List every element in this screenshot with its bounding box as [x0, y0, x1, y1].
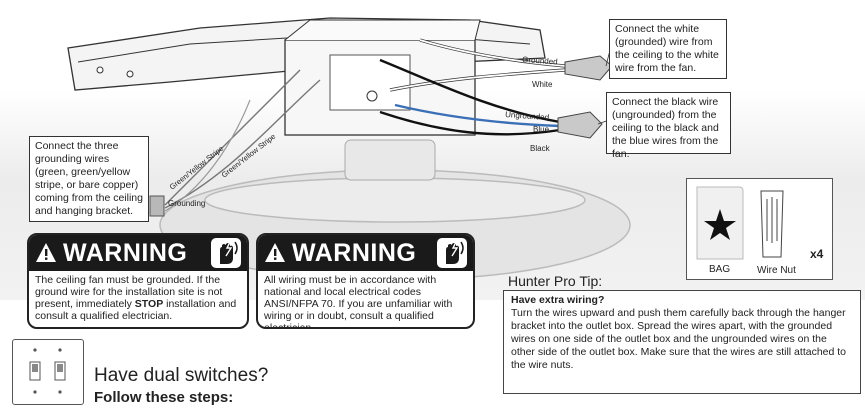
black-wire	[379, 58, 561, 124]
pro-tip-box: Have extra wiring? Turn the wires upward…	[503, 290, 861, 394]
warning-title: WARNING	[292, 238, 417, 267]
label-black: Black	[530, 144, 551, 153]
dual-switch-plate-icon	[12, 339, 84, 405]
ground-wire-3	[164, 99, 251, 212]
callout-black-wire: Connect the black wire (ungrounded) from…	[606, 92, 731, 160]
downrod-collar	[344, 139, 436, 181]
label-white: White	[532, 80, 553, 89]
label-grounded: Grounded	[522, 55, 558, 66]
pro-tip-heading: Hunter Pro Tip:	[508, 273, 603, 289]
electric-shock-hand-icon	[211, 238, 241, 268]
label-ungrounded: Ungrounded	[505, 110, 550, 122]
pro-tip-body: Turn the wires upward and push them care…	[511, 307, 847, 371]
warning-box-grounding: WARNING The ceiling fan must be grounded…	[27, 233, 249, 329]
label-green-yellow-1: Green/Yellow Stripe	[168, 144, 226, 192]
pro-tip-question: Have extra wiring?	[511, 294, 605, 306]
black-wire-nut	[557, 111, 603, 139]
wire-nut-label: Wire Nut	[757, 265, 796, 276]
callout-grounding-wires: Connect the three grounding wires (green…	[29, 136, 149, 222]
blue-wire	[394, 103, 561, 128]
warning-text: All wiring must be in accordance with na…	[264, 274, 453, 329]
label-blue: Blue	[533, 125, 550, 134]
label-green-yellow-2: Green/Yellow Stripe	[220, 132, 278, 180]
parts-box: BAG Wire Nut x4	[686, 178, 833, 280]
bag-label: BAG	[709, 264, 731, 275]
ground-wire-2	[164, 79, 321, 209]
parts-illustration	[696, 186, 784, 260]
warning-triangle-icon	[265, 243, 285, 262]
warning-triangle-icon	[36, 243, 56, 262]
warning-header: WARNING	[258, 235, 473, 271]
white-wire-nut	[564, 55, 613, 81]
dual-switches-heading: Have dual switches?	[94, 365, 269, 386]
dual-switches-subheading: Follow these steps:	[94, 389, 234, 406]
grounding-wire-nut	[149, 195, 165, 217]
ground-wire-1	[164, 69, 301, 206]
fan-housing-top	[204, 177, 586, 223]
quantity-label: x4	[810, 247, 824, 261]
warning-text: The ceiling fan must be grounded. If the…	[35, 274, 237, 322]
warning-header: WARNING	[29, 235, 247, 271]
label-grounding: Grounding	[168, 199, 205, 208]
star-icon	[704, 209, 736, 240]
callout-white-wire: Connect the white (grounded) wire from t…	[609, 19, 727, 79]
electric-shock-hand-icon	[437, 238, 467, 268]
warning-title: WARNING	[63, 238, 188, 267]
warning-box-codes: WARNING All wiring must be in accordance…	[256, 233, 475, 329]
